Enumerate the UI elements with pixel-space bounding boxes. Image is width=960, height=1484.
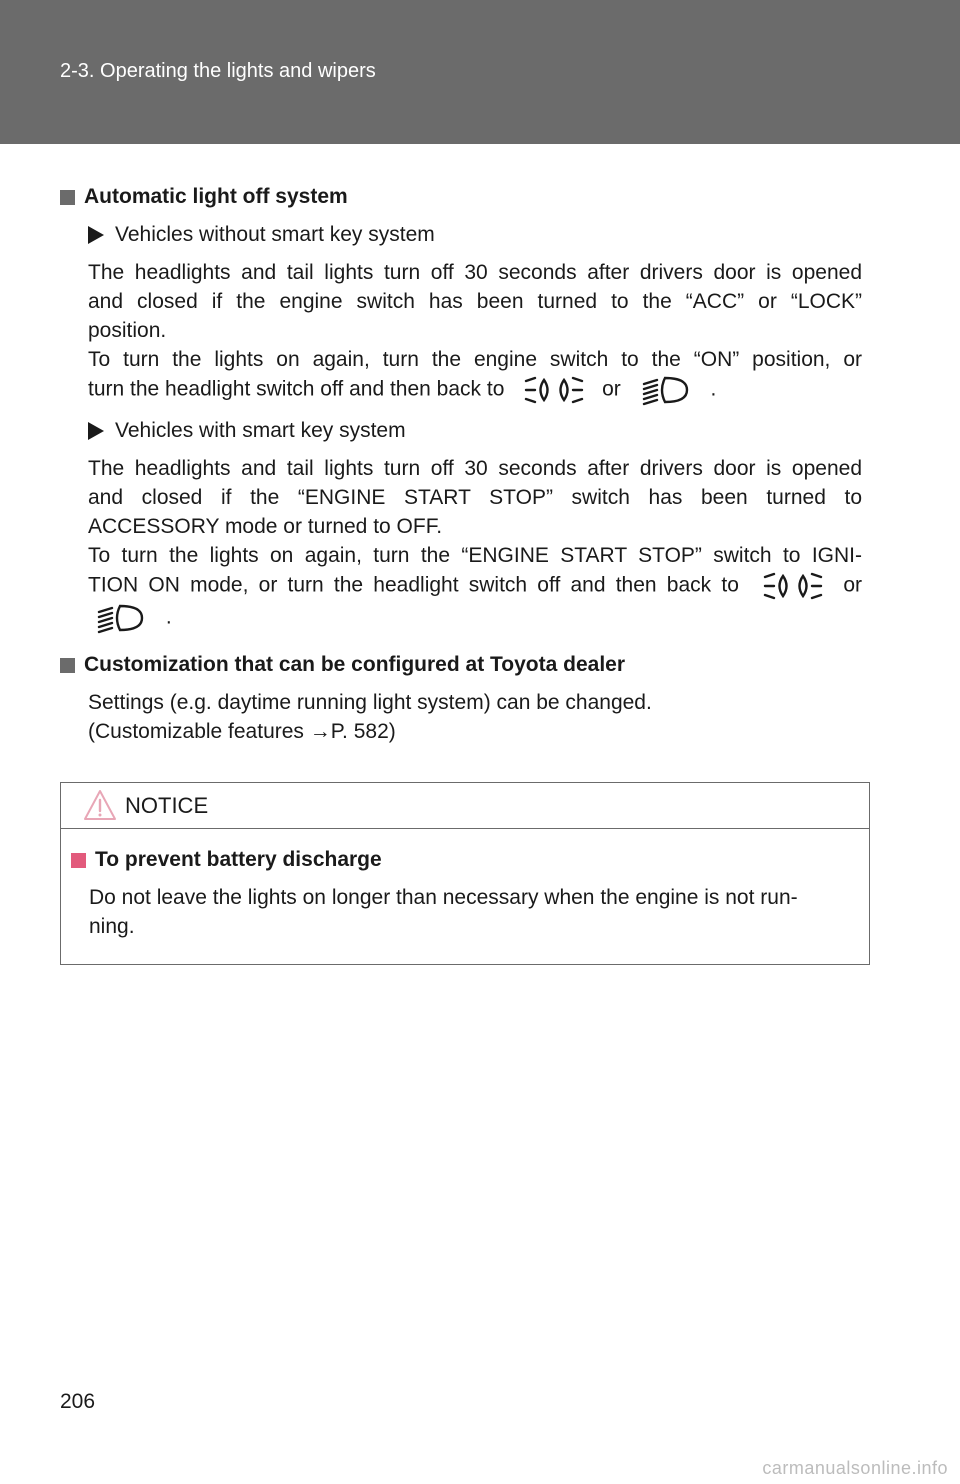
tail-lights-icon <box>763 570 823 602</box>
warning-triangle-icon <box>83 789 117 826</box>
watermark: carmanualsonline.info <box>762 1458 948 1478</box>
notice-paragraph: Do not leave the lights on longer than n… <box>89 886 798 938</box>
notice-heading: To prevent battery discharge <box>71 845 861 875</box>
headlights-icon <box>96 602 146 634</box>
page-header: 2-3. Operating the lights and wipers <box>0 0 960 144</box>
square-bullet-icon <box>71 852 86 868</box>
paragraph-with-smart-key: The headlights and tail lights turn off … <box>88 454 862 634</box>
tail-lights-icon <box>524 374 584 406</box>
headlights-icon <box>641 374 691 406</box>
paragraph-without-smart-key: The headlights and tail lights turn off … <box>88 258 862 406</box>
heading-customization: Customization that can be configured at … <box>60 650 862 680</box>
notice-title: NOTICE <box>125 793 209 818</box>
notice-header: NOTICE <box>61 783 869 829</box>
heading-automatic-light-off: Automatic light off system <box>60 182 862 212</box>
page-number: 206 <box>60 1390 96 1413</box>
square-bullet-icon <box>60 189 75 205</box>
triangle-bullet-icon <box>88 226 104 244</box>
triangle-bullet-icon <box>88 422 104 440</box>
subheading-without-smart-key: Vehicles without smart key system <box>88 220 862 250</box>
square-bullet-icon <box>60 657 75 673</box>
notice-box: NOTICE To prevent battery discharge Do n… <box>60 782 870 965</box>
content: Automatic light off system Vehicles with… <box>60 182 862 756</box>
subheading-with-smart-key: Vehicles with smart key system <box>88 416 862 446</box>
paragraph-customization: Settings (e.g. daytime running light sys… <box>88 691 652 743</box>
notice-body: To prevent battery discharge Do not leav… <box>71 845 861 941</box>
section-title: 2-3. Operating the lights and wipers <box>60 60 376 82</box>
